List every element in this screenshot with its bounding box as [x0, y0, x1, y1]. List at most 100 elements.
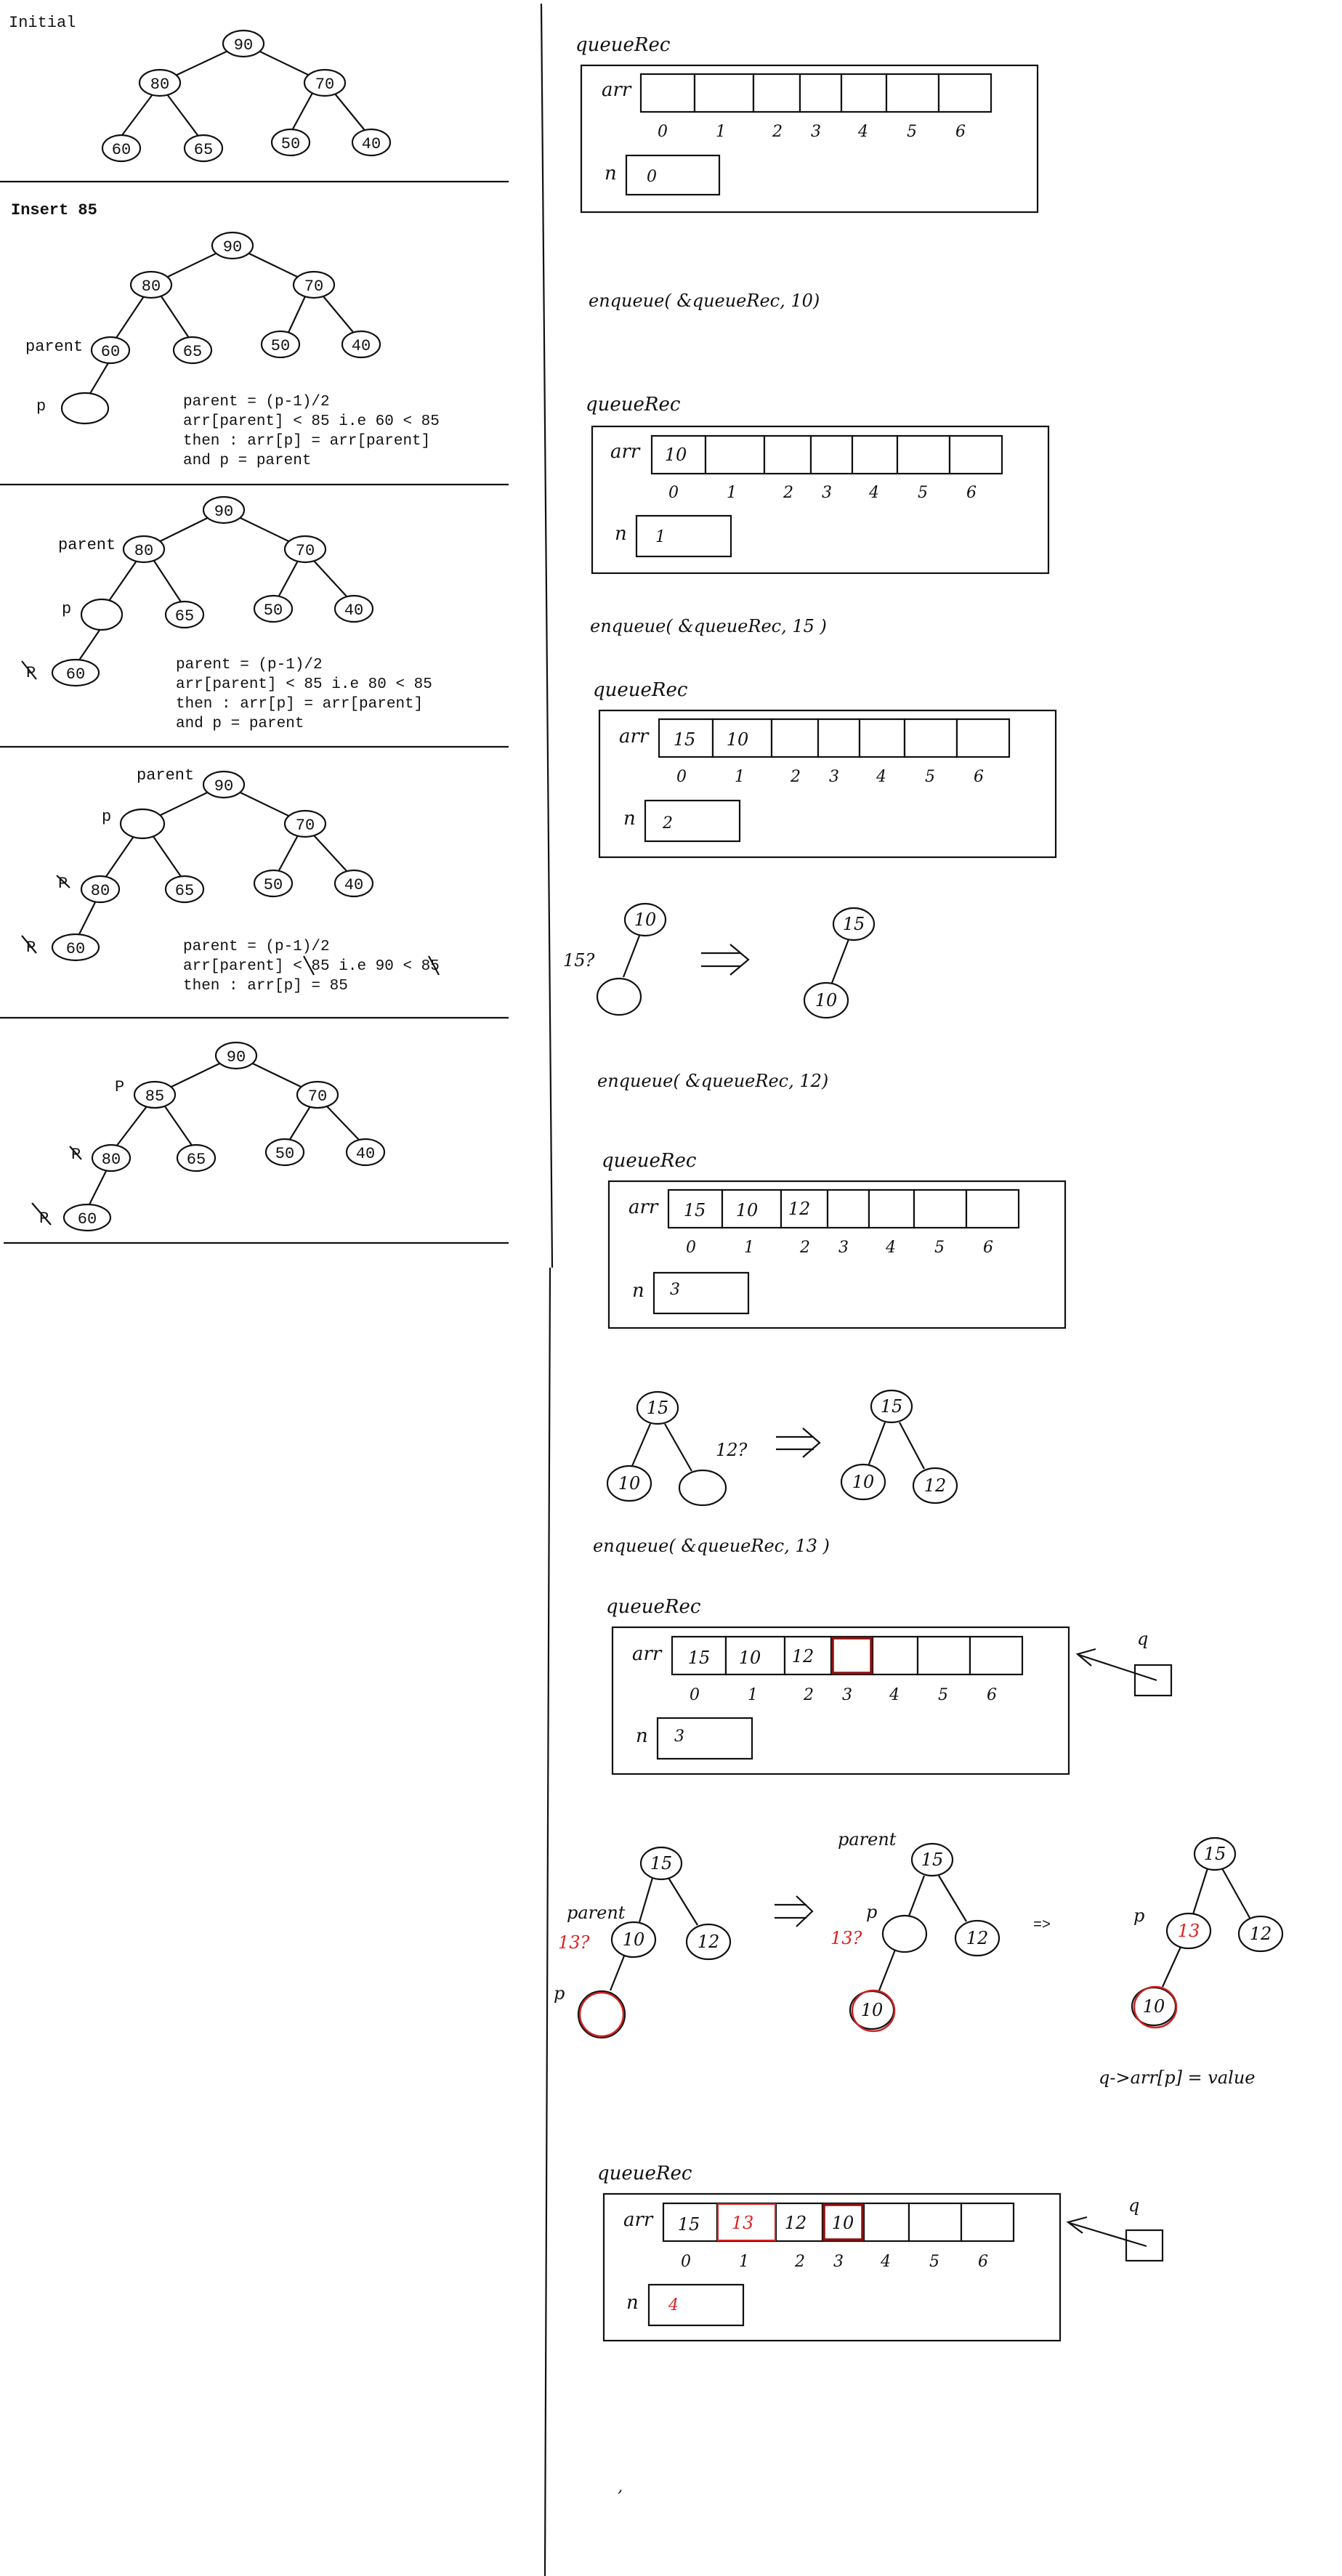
- node-value: 80: [91, 882, 110, 900]
- heap-node: [80, 875, 121, 904]
- node-value: 40: [352, 337, 371, 355]
- cell-value: 10: [832, 2213, 854, 2233]
- arr-label: arr: [602, 79, 632, 101]
- index: 5: [925, 768, 935, 786]
- index: 2: [803, 1686, 814, 1704]
- strike-mark: [428, 955, 440, 976]
- heap-node: [351, 128, 392, 157]
- n-label: n: [636, 1725, 648, 1747]
- node-value: 65: [194, 141, 213, 159]
- n-label: n: [632, 1280, 644, 1302]
- node-value: 15: [650, 1853, 673, 1874]
- node-value: 12: [698, 1932, 720, 1952]
- struct-label: queueRec: [593, 679, 688, 701]
- p-label: P: [115, 1078, 124, 1096]
- heap-node: [260, 330, 301, 359]
- arr-label: arr: [632, 1643, 663, 1665]
- index: 1: [744, 1239, 754, 1257]
- node-value: 10: [815, 990, 838, 1010]
- heap-node: [636, 1390, 679, 1425]
- enqueue-call: enqueue( &queueRec, 15 ): [590, 616, 827, 636]
- index: 6: [966, 484, 977, 502]
- tree-insert-12: 15 10 12? 15 10 12: [606, 1389, 958, 1507]
- assignment-note: q->arr[p] = value: [1099, 2067, 1256, 2088]
- node-value: 12: [1250, 1924, 1272, 1944]
- node-value: 65: [183, 343, 202, 361]
- index: 0: [681, 2253, 691, 2271]
- heap-node: [639, 1846, 683, 1881]
- heap-node: [270, 128, 311, 157]
- heap-node: [840, 1463, 886, 1501]
- index: 6: [983, 1239, 993, 1257]
- index: 3: [842, 1686, 852, 1704]
- heap-node: [133, 1080, 177, 1109]
- node-value: 60: [112, 141, 131, 159]
- cell-value: 15: [678, 2214, 700, 2235]
- node-value: 90: [227, 1048, 246, 1066]
- tree-insert-13: 15 10 12 parent 13? p 15 12 10 parent 13…: [554, 1829, 1284, 2088]
- struct-label: queueRec: [575, 34, 671, 56]
- index: 1: [748, 1686, 758, 1704]
- code-line: and p = parent: [183, 453, 311, 469]
- n-value: 1: [655, 528, 666, 546]
- node-value: 90: [223, 238, 242, 256]
- implies-arrow: [701, 944, 750, 976]
- tree-insert-15: 10 15? 15 10: [563, 902, 876, 1019]
- p-label: p: [102, 808, 111, 826]
- node-value: 65: [175, 607, 194, 625]
- queue-record-6: queueRec arr 15 13 12 10 0 1 2 3 4 5 6 n…: [597, 2163, 1164, 2342]
- cell-value: 12: [792, 1646, 815, 1666]
- heap-node: [803, 981, 849, 1019]
- queue-record-3: queueRec arr 15 10 0 1 2 3 4 5 6 n 2: [593, 679, 1057, 859]
- heap-node: [1165, 1912, 1212, 1950]
- index: 6: [978, 2253, 988, 2271]
- heap-node: [51, 933, 100, 962]
- heap-node: [870, 1389, 913, 1424]
- heap-node: [685, 1923, 732, 1961]
- section-dividers: [0, 180, 509, 1244]
- node-value: 90: [234, 36, 253, 54]
- index: 6: [974, 768, 984, 786]
- index: 3: [838, 1239, 849, 1257]
- strike-mark: [303, 955, 315, 976]
- strike-mark: [56, 875, 70, 888]
- heap-node: [51, 658, 100, 687]
- array-cells: [639, 73, 993, 113]
- node-value: 10: [1143, 1996, 1165, 2017]
- p-label: p: [36, 397, 46, 416]
- insert85-step2: 90 80 70 65 50 40 60 parent p P parent =…: [21, 495, 432, 732]
- q-label: q: [1137, 1629, 1148, 1649]
- index: 3: [822, 484, 832, 502]
- index: 1: [716, 123, 726, 141]
- empty-slot: [577, 1990, 626, 2039]
- strike-mark: [21, 660, 37, 680]
- insert85-final: 90 85 70 80 65 50 40 60 P P P: [31, 1041, 386, 1232]
- heap-node: [606, 1465, 652, 1502]
- heap-node: [623, 902, 667, 937]
- heap-node: [345, 1138, 386, 1167]
- cell-value: 12: [788, 1199, 811, 1219]
- struct-label: queueRec: [586, 394, 681, 416]
- node-value: 10: [623, 1929, 645, 1950]
- cell-value: 10: [736, 1200, 759, 1220]
- struct-label: queueRec: [606, 1596, 701, 1618]
- queue-record-4: queueRec arr 15 10 12 0 1 2 3 4 5 6 n 3: [602, 1150, 1067, 1329]
- heap-node: [912, 1467, 958, 1504]
- cell-value: 10: [727, 729, 749, 750]
- heap-node: [292, 270, 336, 299]
- heap-node: [253, 594, 294, 623]
- arr-label: arr: [628, 1196, 659, 1218]
- parent-label: parent: [25, 338, 83, 356]
- heap-node: [176, 1143, 217, 1172]
- node-value: 65: [175, 882, 194, 900]
- struct-label: queueRec: [597, 2163, 692, 2184]
- question-label: 13?: [558, 1932, 590, 1953]
- heap-node: [91, 1143, 132, 1172]
- index: 4: [889, 1686, 900, 1704]
- heap-node: [283, 535, 327, 564]
- heap-node: [222, 29, 265, 58]
- code-line: and p = parent: [176, 716, 304, 732]
- node-value: 50: [275, 1145, 294, 1163]
- n-value: 4: [668, 2296, 679, 2314]
- empty-slot: [80, 598, 124, 631]
